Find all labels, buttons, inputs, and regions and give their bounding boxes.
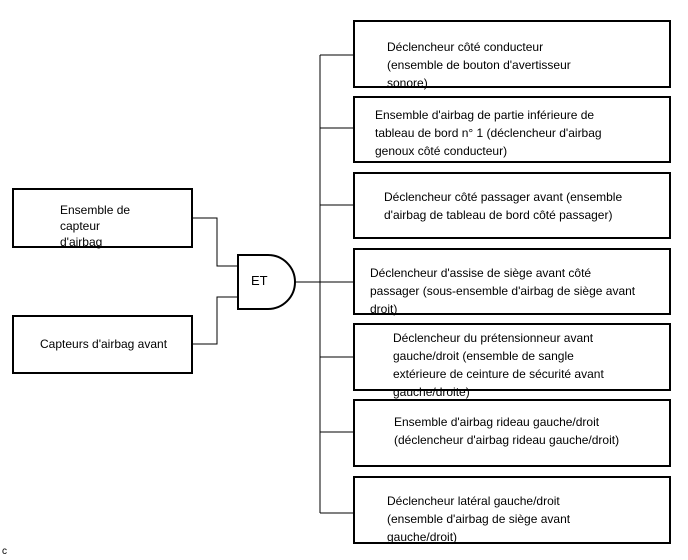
and-gate-shape	[237, 254, 296, 310]
output-label-2: Ensemble d'airbag de partie inférieure d…	[375, 108, 602, 158]
connector-input-2	[192, 296, 238, 345]
connector-input-1	[192, 217, 238, 267]
output-box-6	[353, 399, 671, 467]
output-box-7	[353, 476, 671, 544]
output-label-1: Déclencheur côté conducteur (ensemble de…	[387, 40, 571, 90]
output-label-7: Déclencheur latéral gauche/droit (ensemb…	[387, 494, 571, 544]
input-box-airbag-sensor	[12, 188, 193, 248]
output-box-3	[353, 172, 671, 239]
input-label-airbag-sensor: Ensemble de capteur d'airbag	[60, 203, 131, 249]
output-box-5	[353, 323, 671, 391]
and-gate-label: ET	[251, 273, 268, 288]
input-box-front-sensors	[12, 315, 193, 374]
output-label-5: Déclencheur du prétensionneur avant gauc…	[393, 331, 604, 399]
input-label-front-sensors: Capteurs d'airbag avant	[40, 337, 168, 351]
corner-mark: c	[2, 546, 7, 557]
output-box-4	[353, 248, 671, 315]
output-box-1	[353, 20, 671, 88]
output-box-2	[353, 96, 671, 163]
output-label-3: Déclencheur côté passager avant (ensembl…	[384, 190, 623, 222]
output-label-6: Ensemble d'airbag rideau gauche/droit (d…	[394, 415, 620, 447]
output-label-4: Déclencheur d'assise de siège avant côté…	[370, 266, 636, 316]
